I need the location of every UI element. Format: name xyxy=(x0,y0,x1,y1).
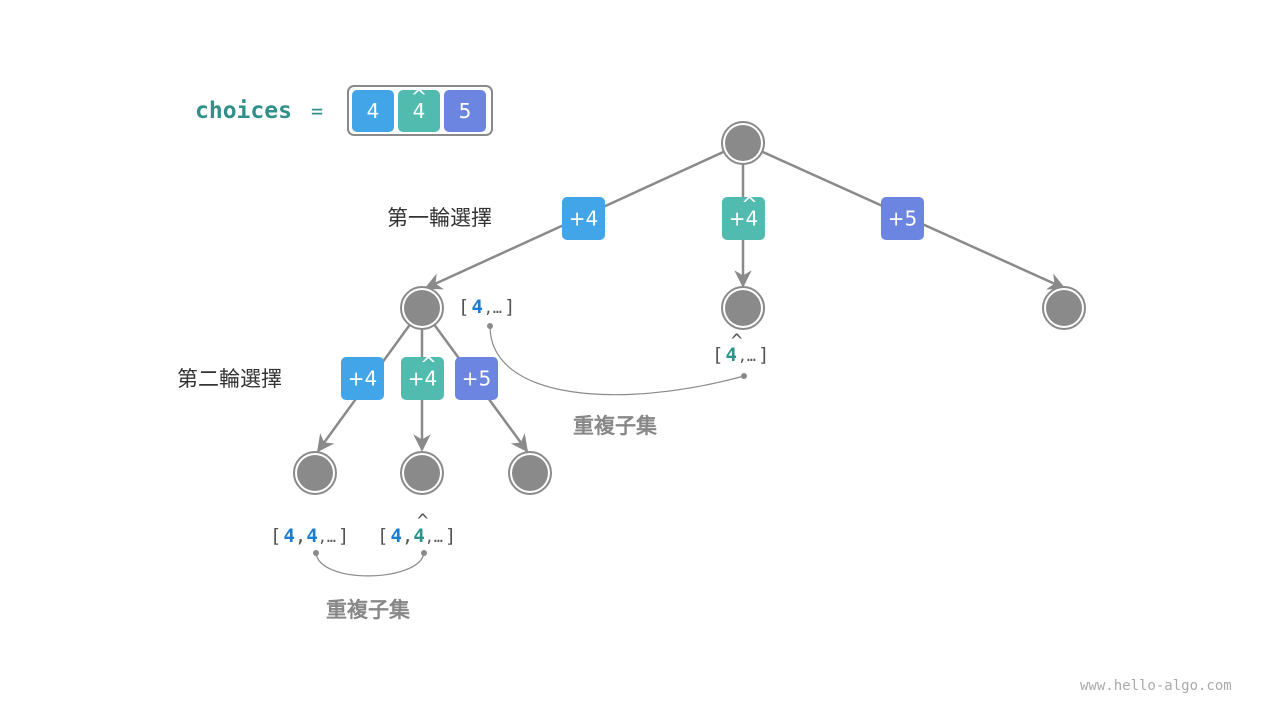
tree-node-level1-left xyxy=(400,286,444,330)
subset-first-element: 4 xyxy=(725,344,736,366)
bracket-open: [ xyxy=(712,344,723,366)
svg-text:[4,4,…]: [4,4,…] xyxy=(270,525,349,547)
subset-rest: ,… xyxy=(738,347,756,365)
choices-array-frame xyxy=(347,85,493,136)
subset-second-element: 4 xyxy=(306,525,317,547)
bracket-open: [ xyxy=(270,525,281,547)
svg-text:[4,4,…]: [4,4,…] xyxy=(377,525,456,547)
subset-first-element: 4 xyxy=(390,525,401,547)
hat-mark: ^ xyxy=(411,85,428,109)
first-round-choice-badges: +4+4^+5 xyxy=(562,193,924,240)
subset-label-leaf-a: [4,4,…] xyxy=(270,525,349,547)
choices-cell-0: 4 xyxy=(352,90,394,132)
badge-label: 4 xyxy=(413,99,426,123)
second-round-choice-badges: +4+4^+5 xyxy=(341,353,498,400)
badge-label: +4 xyxy=(569,207,598,231)
second-round-label: 第二輪選擇 xyxy=(177,367,282,391)
bracket-close: ] xyxy=(338,525,349,547)
hat-mark: ^ xyxy=(741,193,758,217)
tree-node-root xyxy=(721,121,765,165)
subset-rest: ,… xyxy=(425,528,443,546)
first-round-choice-2: +5 xyxy=(881,197,924,240)
tree-node-level1-mid xyxy=(721,286,765,330)
bracket-close: ] xyxy=(758,344,769,366)
footer-watermark: www.hello-algo.com xyxy=(1080,678,1232,694)
subset-first-element: 4 xyxy=(471,296,482,318)
hat-mark: ^ xyxy=(420,353,437,377)
duplicate-subset-label-upper: 重複子集 xyxy=(573,414,658,438)
choices-cell-2: 5 xyxy=(444,90,486,132)
first-round-choice-1: +4^ xyxy=(722,193,765,240)
tree-node-level1-right xyxy=(1042,286,1086,330)
choices-variable-name: choices xyxy=(195,98,292,124)
tree-nodes xyxy=(293,121,1086,495)
hat-mark: ^ xyxy=(417,510,428,532)
bracket-close: ] xyxy=(504,296,515,318)
tree-node-leaf-a xyxy=(293,451,337,495)
duplicate-subset-label-lower: 重複子集 xyxy=(326,598,411,622)
choices-cell-1: 4^ xyxy=(398,85,440,132)
badge-label: +5 xyxy=(462,367,491,391)
badge-label: +4 xyxy=(348,367,377,391)
second-round-choice-0: +4 xyxy=(341,357,384,400)
bracket-close: ] xyxy=(445,525,456,547)
hat-mark: ^ xyxy=(731,330,742,352)
second-round-choice-1: +4^ xyxy=(401,353,444,400)
subset-label-mid-level1: [4,…] ^ xyxy=(712,330,769,366)
subset-rest: ,… xyxy=(484,299,502,317)
duplicate-connector-lower xyxy=(313,550,427,577)
first-round-choice-0: +4 xyxy=(562,197,605,240)
badge-label: +4 xyxy=(408,367,437,391)
subset-label-leaf-b: [4,4,…] ^ xyxy=(377,510,456,547)
subset-first-element: 4 xyxy=(283,525,294,547)
second-round-choice-2: +5 xyxy=(455,357,498,400)
svg-text:[4,…]: [4,…] xyxy=(458,296,515,318)
bracket-open: [ xyxy=(377,525,388,547)
choices-equals-sign: = xyxy=(311,99,323,123)
tree-node-leaf-c xyxy=(508,451,552,495)
bracket-open: [ xyxy=(458,296,469,318)
tree-node-leaf-b xyxy=(400,451,444,495)
subset-rest: ,… xyxy=(318,528,336,546)
subset-second-element: 4 xyxy=(413,525,424,547)
badge-label: +5 xyxy=(888,207,917,231)
svg-text:[4,…]: [4,…] xyxy=(712,344,769,366)
badge-label: 4 xyxy=(367,99,380,123)
duplicate-connector-upper xyxy=(487,323,747,396)
badge-label: 5 xyxy=(459,99,472,123)
subset-label-left-level1: [4,…] xyxy=(458,296,515,318)
badge-label: +4 xyxy=(729,207,758,231)
first-round-label: 第一輪選擇 xyxy=(387,206,492,230)
